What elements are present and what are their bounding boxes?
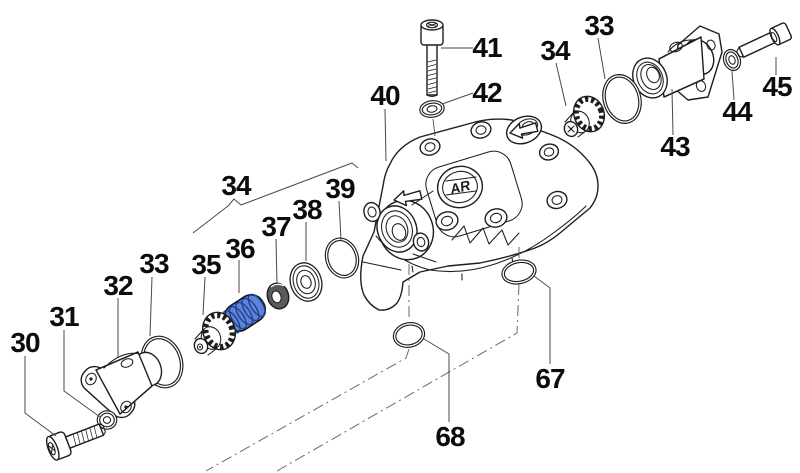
part-label-36: 36 (225, 233, 255, 264)
centerline (205, 348, 410, 472)
part-43-outlet-elbow (632, 25, 723, 101)
leader-line-33-top (597, 37, 606, 80)
inlet-port (363, 190, 437, 263)
leader-line-44 (731, 70, 735, 101)
flow-arrow-icon (509, 122, 539, 139)
ar-logo-text: AR (447, 177, 472, 198)
part-label-33-top: 33 (584, 10, 614, 41)
part-68-oring (392, 322, 426, 348)
part-30-screw (45, 423, 106, 461)
part-label-30: 30 (10, 327, 40, 358)
leader-line-33-left (149, 276, 153, 337)
part-label-37: 37 (261, 211, 291, 242)
leader-lines (24, 37, 777, 437)
leader-line-39 (338, 200, 342, 241)
leader-line-43 (671, 88, 674, 136)
part-32-inlet-fitting (80, 351, 163, 419)
part-label-44: 44 (722, 96, 752, 127)
part-label-43: 43 (660, 131, 690, 162)
part-42-washer (419, 100, 445, 118)
part-label-35: 35 (191, 249, 221, 280)
part-38-seat-washer (289, 262, 323, 302)
part-67-oring (501, 259, 537, 285)
ar-logo-icon: AR (436, 165, 484, 209)
screw-axis-line (432, 118, 436, 137)
leader-line-67 (533, 275, 551, 364)
bolt-bosses (419, 121, 568, 231)
part-label-68: 68 (435, 421, 465, 452)
part-31-washer (96, 410, 118, 430)
centerlines (205, 247, 520, 472)
part-label-31: 31 (49, 301, 79, 332)
part-label-34-top: 34 (540, 35, 570, 66)
leader-line-31 (63, 330, 101, 418)
part-44-washer (722, 48, 742, 72)
leader-line-34-top (555, 62, 567, 107)
leader-line-42 (441, 92, 474, 105)
leader-line-37 (275, 238, 278, 285)
part-34-valve-top (563, 95, 606, 138)
part-label-34-left: 34 (221, 170, 251, 201)
leader-line-35 (202, 276, 206, 316)
part-label-39: 39 (325, 173, 355, 204)
leader-line-68 (423, 338, 450, 422)
leader-bracket-34 (192, 162, 359, 234)
flow-arrow-icon (393, 190, 423, 207)
part-33-oring-top (602, 74, 642, 124)
part-label-45: 45 (762, 71, 792, 102)
part-label-42: 42 (472, 77, 502, 108)
part-label-40: 40 (370, 80, 400, 111)
part-45-screw (736, 22, 793, 58)
part-label-67: 67 (535, 363, 565, 394)
part-37-seal-ring (266, 282, 290, 310)
leader-line-30 (24, 356, 57, 437)
part-41-screw (420, 19, 444, 98)
part-label-41: 41 (472, 32, 502, 63)
part-label-32: 32 (103, 270, 133, 301)
centerline (276, 283, 520, 472)
part-39-oring (324, 237, 360, 279)
leader-line-40 (384, 108, 387, 162)
part-40-pump-head: AR (360, 115, 599, 311)
part-35-valve (193, 311, 237, 356)
part-label-33-left: 33 (139, 248, 169, 279)
part-label-38: 38 (292, 194, 322, 225)
